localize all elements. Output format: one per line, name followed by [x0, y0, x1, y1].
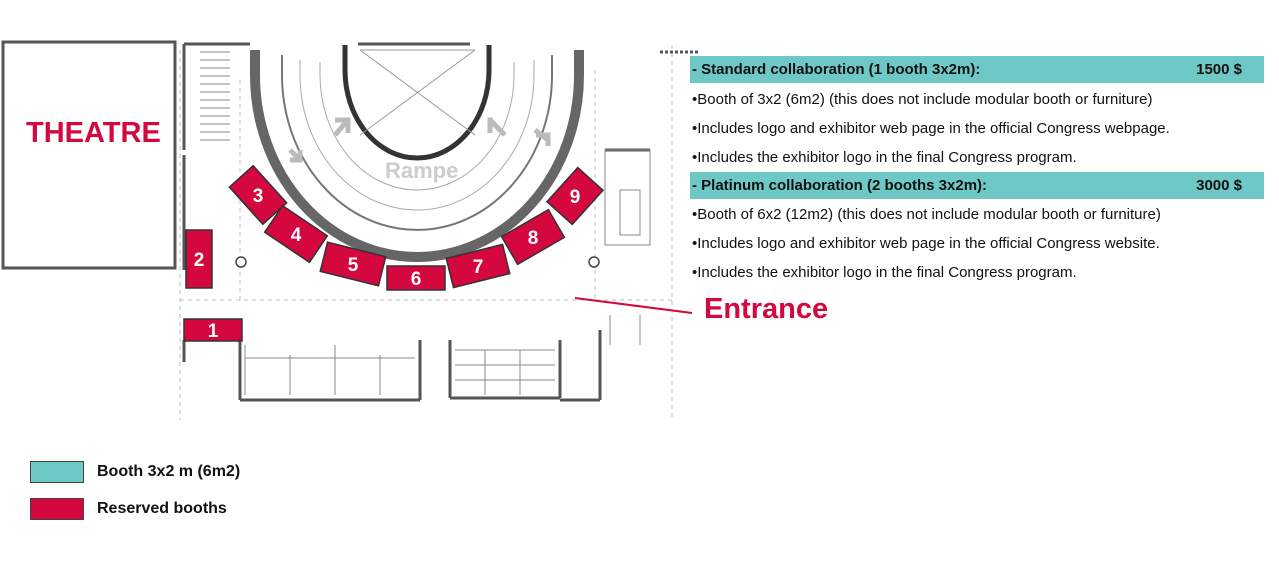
standard-bullet-1: Booth of 3x2 (6m2) (this does not includ…	[692, 91, 1152, 108]
booth-9-label: 9	[570, 187, 581, 208]
booth-9: 9	[545, 166, 605, 226]
booth-4-label: 4	[291, 225, 302, 246]
booth-6: 6	[386, 265, 446, 291]
entrance-pointer-line	[574, 297, 693, 314]
theatre-label: THEATRE	[26, 117, 161, 149]
booth-7-label: 7	[473, 257, 484, 278]
legend-label-reserved: Reserved booths	[97, 500, 227, 517]
booth-8: 8	[500, 208, 566, 266]
theatre-block	[1, 40, 177, 270]
building-walls	[182, 42, 650, 402]
booth-4: 4	[263, 204, 329, 264]
booth-1: 1	[183, 318, 243, 342]
entrance-label: Entrance	[704, 293, 829, 325]
booth-6-shape	[386, 265, 446, 291]
booth-5-label: 5	[348, 255, 359, 276]
booth-2-label: 2	[194, 250, 205, 271]
booth-7-shape	[445, 243, 511, 289]
booth-1-label: 1	[208, 321, 219, 342]
platinum-package-price: 3000 $	[1196, 177, 1242, 194]
platinum-package-header: - Platinum collaboration (2 booths 3x2m)…	[690, 172, 1264, 199]
legend-label-booth: Booth 3x2 m (6m2)	[97, 463, 241, 480]
booth-3-label: 3	[253, 186, 264, 207]
ramp-arrows	[288, 117, 551, 163]
booth-2: 2	[185, 229, 213, 289]
platinum-package-title: - Platinum collaboration (2 booths 3x2m)…	[692, 177, 988, 194]
booth-8-label: 8	[528, 228, 539, 249]
booth-4-shape	[263, 204, 329, 264]
booth-8-shape	[500, 208, 566, 266]
ramp-label: Rampe	[385, 158, 458, 183]
booth-5-shape	[319, 241, 387, 287]
platinum-bullet-2: Includes logo and exhibitor web page in …	[692, 235, 1160, 252]
booth-2-shape	[185, 229, 213, 289]
legend-swatch-reserved	[30, 498, 84, 520]
booth-1-shape	[183, 318, 243, 342]
platinum-bullet-3: Includes the exhibitor logo in the final…	[692, 264, 1076, 281]
floor-plan: Rampe THEATRE 1 2 3 4 5 6 7 8 9	[1, 40, 700, 420]
auditorium	[250, 45, 584, 262]
booth-6-label: 6	[411, 269, 422, 290]
standard-bullet-3: Includes the exhibitor logo in the final…	[692, 149, 1076, 166]
standard-bullet-2: Includes logo and exhibitor web page in …	[692, 120, 1170, 137]
booth-5: 5	[319, 241, 387, 287]
booth-9-shape	[545, 166, 605, 226]
standard-package-title: - Standard collaboration (1 booth 3x2m):	[692, 61, 981, 78]
booth-3-shape	[228, 164, 288, 226]
platinum-bullet-1: Booth of 6x2 (12m2) (this does not inclu…	[692, 206, 1161, 223]
standard-package-header: - Standard collaboration (1 booth 3x2m):…	[690, 56, 1264, 83]
booth-3: 3	[228, 164, 288, 226]
legend-swatch-booth	[30, 461, 84, 483]
standard-package-price: 1500 $	[1196, 61, 1242, 78]
booth-layer: 1 2 3 4 5 6 7 8 9	[183, 164, 605, 342]
booth-7: 7	[445, 243, 511, 289]
